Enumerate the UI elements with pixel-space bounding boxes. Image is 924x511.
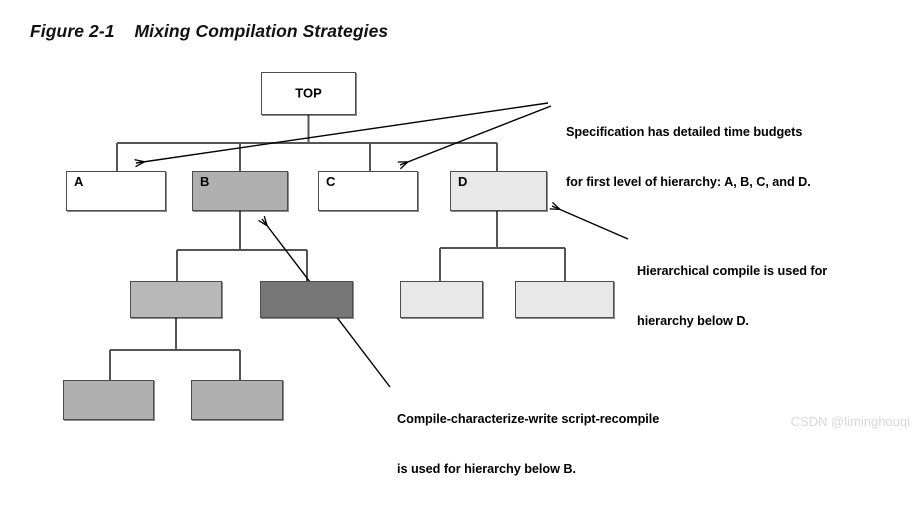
annotation-specification-line2: for first level of hierarchy: A, B, C, a… [566,174,811,189]
annotation-recompile-b-line2: is used for hierarchy below B. [397,461,576,476]
annotation-hierarchical-d-line2: hierarchy below D. [637,313,749,328]
figure-diagram: Figure 2-1 Mixing Compilation Strategies [30,21,910,476]
node-b-grandchild-1[interactable] [63,380,154,420]
node-c-label: C [326,174,336,189]
node-d-child-1[interactable] [400,281,483,318]
node-a[interactable]: A [66,171,166,211]
annotation-hierarchical-d-line1: Hierarchical compile is used for [637,263,828,278]
annotation-specification-line1: Specification has detailed time budgets [566,124,803,139]
node-b[interactable]: B [192,171,288,211]
watermark: CSDN @liminghouqi [790,414,910,429]
node-a-label: A [74,174,84,189]
tree-edges [109,115,566,380]
arrow-spec-to-c [397,105,552,170]
annotation-hierarchical-d: Hierarchical compile is used for hierarc… [637,229,827,363]
node-d-label: D [458,174,468,189]
node-top-label: TOP [295,85,322,101]
node-b-child-2[interactable] [260,281,353,318]
annotation-recompile-b: Compile-characterize-write script-recomp… [397,377,659,511]
node-top[interactable]: TOP [261,72,356,115]
node-c[interactable]: C [318,171,418,211]
node-b-child-1[interactable] [130,281,222,318]
annotation-specification: Specification has detailed time budgets … [566,90,811,224]
node-b-grandchild-2[interactable] [191,380,283,420]
node-d-child-2[interactable] [515,281,614,318]
annotation-arrows [134,102,629,388]
node-b-label: B [200,174,210,189]
annotation-recompile-b-line1: Compile-characterize-write script-recomp… [397,411,660,426]
figure-title: Figure 2-1 Mixing Compilation Strategies [30,21,389,41]
node-d[interactable]: D [450,171,547,211]
